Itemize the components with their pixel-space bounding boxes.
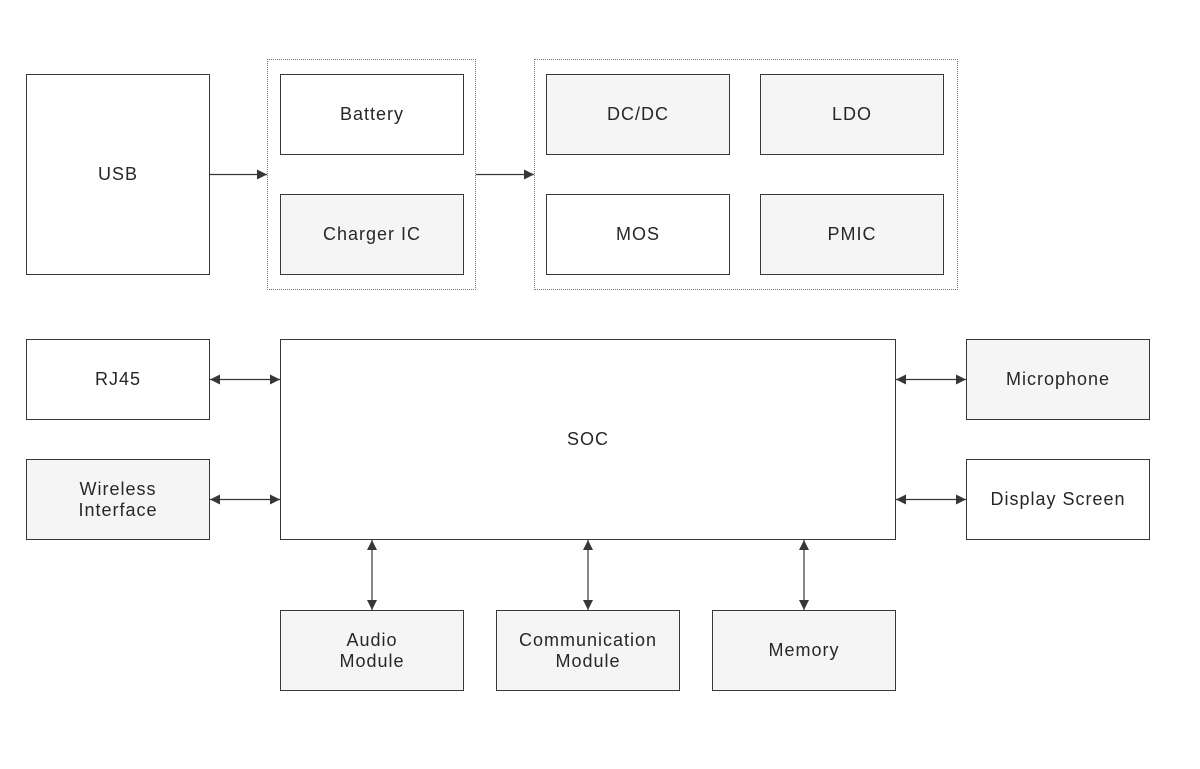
soc-block: SOC <box>280 339 896 540</box>
dcdc-block: DC/DC <box>546 74 730 155</box>
mos-block: MOS <box>546 194 730 275</box>
charging-group <box>267 59 476 290</box>
microphone-block: Microphone <box>966 339 1150 420</box>
usb-block: USB <box>26 74 210 275</box>
battery-block: Battery <box>280 74 464 155</box>
communication-module-block: Communication Module <box>496 610 680 691</box>
wireless-interface-block: Wireless Interface <box>26 459 210 540</box>
memory-block: Memory <box>712 610 896 691</box>
display-screen-block: Display Screen <box>966 459 1150 540</box>
pmic-block: PMIC <box>760 194 944 275</box>
audio-module-block: Audio Module <box>280 610 464 691</box>
charger-ic-block: Charger IC <box>280 194 464 275</box>
rj45-block: RJ45 <box>26 339 210 420</box>
ldo-block: LDO <box>760 74 944 155</box>
power-group <box>534 59 958 290</box>
